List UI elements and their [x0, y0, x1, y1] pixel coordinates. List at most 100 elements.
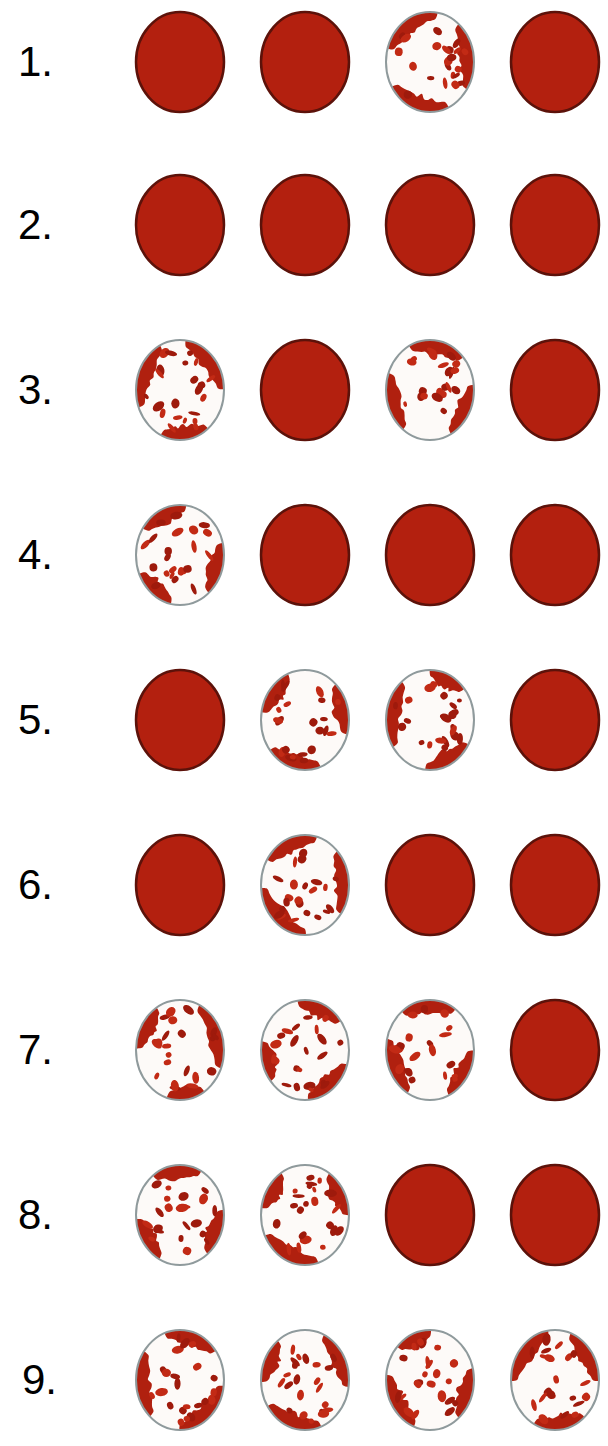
- row-label-holder: 1.: [18, 41, 53, 83]
- white-disc: [386, 1330, 474, 1430]
- red-clump: [314, 1025, 319, 1035]
- red-clump: [312, 1186, 317, 1193]
- red-clump: [162, 1369, 171, 1377]
- agglutinated-well: [257, 670, 353, 774]
- clumps: [257, 831, 353, 939]
- red-clump: [333, 1224, 346, 1237]
- solid-well: [511, 175, 599, 275]
- red-disc: [136, 835, 224, 935]
- red-clump: [153, 1072, 160, 1080]
- red-clump: [418, 739, 425, 746]
- red-clump: [150, 1179, 163, 1190]
- red-clump: [193, 382, 205, 396]
- red-clump: [393, 702, 398, 710]
- row-label-holder: 6.: [18, 864, 53, 906]
- red-clump: [447, 53, 457, 61]
- red-clump: [324, 1189, 337, 1197]
- red-clump: [315, 727, 324, 735]
- red-clump: [318, 697, 326, 704]
- solid-well: [136, 175, 224, 275]
- red-clump: [164, 1005, 177, 1018]
- red-disc: [261, 505, 349, 605]
- red-disc: [136, 175, 224, 275]
- red-clump: [272, 874, 285, 883]
- red-clump: [296, 1205, 306, 1215]
- red-clump: [166, 422, 177, 434]
- red-clump: [211, 1033, 220, 1042]
- red-clump: [420, 1005, 428, 1014]
- agglutinated-well: [132, 1326, 228, 1434]
- red-clump: [293, 1374, 301, 1386]
- red-clump: [426, 347, 437, 355]
- red-clump: [321, 1400, 330, 1409]
- red-clump: [569, 1395, 577, 1401]
- red-clump: [198, 1230, 207, 1239]
- red-clump: [168, 1016, 178, 1025]
- white-disc: [136, 340, 224, 440]
- white-disc: [386, 670, 474, 770]
- row-label-holder: 7.: [18, 1029, 53, 1071]
- row-label-holder: 9.: [22, 1359, 57, 1401]
- red-clump: [432, 25, 444, 37]
- red-clump: [305, 1181, 317, 1187]
- agglutinated-well: [136, 501, 228, 608]
- agglutinated-well: [257, 1165, 353, 1269]
- red-clump: [457, 699, 462, 703]
- red-clump: [296, 1066, 303, 1072]
- red-clump: [163, 1058, 172, 1066]
- solid-well: [511, 505, 599, 605]
- clumps: [257, 671, 353, 774]
- well-outline: [136, 340, 224, 440]
- red-disc: [511, 505, 599, 605]
- red-clump: [188, 1340, 197, 1348]
- red-clump: [166, 1401, 175, 1410]
- red-clump: [552, 1375, 559, 1384]
- agglutinated-well: [132, 336, 228, 444]
- red-clump: [424, 1359, 434, 1370]
- red-clump: [440, 743, 449, 752]
- red-clump: [190, 1218, 203, 1228]
- red-clump: [439, 1008, 451, 1020]
- solid-well: [511, 670, 599, 770]
- red-clump: [154, 1038, 163, 1047]
- red-clump: [288, 1034, 300, 1048]
- red-clump: [308, 1087, 315, 1093]
- red-disc: [386, 835, 474, 935]
- red-clump: [408, 1050, 422, 1063]
- clumps: [257, 1170, 353, 1269]
- red-clump: [151, 399, 166, 414]
- red-clump: [272, 1218, 282, 1229]
- agglutinated-well: [382, 1326, 478, 1430]
- red-clump: [295, 1353, 302, 1361]
- agglutinated-well: [382, 996, 478, 1100]
- red-disc: [136, 12, 224, 112]
- red-clump: [530, 1399, 538, 1412]
- red-clump: [162, 1043, 172, 1048]
- red-clump: [303, 1046, 310, 1055]
- red-clump: [168, 565, 178, 575]
- clumps: [132, 1326, 228, 1434]
- red-clump: [308, 885, 319, 894]
- red-clump: [154, 1229, 164, 1235]
- red-clump: [273, 693, 281, 702]
- red-clump: [303, 1015, 313, 1021]
- red-clump: [452, 1076, 459, 1082]
- red-clump: [445, 1059, 456, 1069]
- row-number: 6.: [18, 861, 53, 908]
- clumps: [507, 1327, 604, 1434]
- red-clump: [448, 724, 458, 736]
- red-clump: [170, 1373, 181, 1380]
- red-clump: [176, 1028, 187, 1039]
- red-clump: [403, 717, 412, 725]
- clumps: [132, 336, 228, 444]
- red-disc: [511, 1165, 599, 1265]
- row-number: 1.: [18, 38, 53, 85]
- clumps: [136, 501, 228, 608]
- red-clump: [174, 1378, 180, 1390]
- red-clump: [569, 1349, 578, 1359]
- red-clump: [206, 1067, 216, 1076]
- red-disc: [511, 175, 599, 275]
- solid-well: [261, 175, 349, 275]
- white-disc: [261, 670, 349, 770]
- solid-well: [386, 505, 474, 605]
